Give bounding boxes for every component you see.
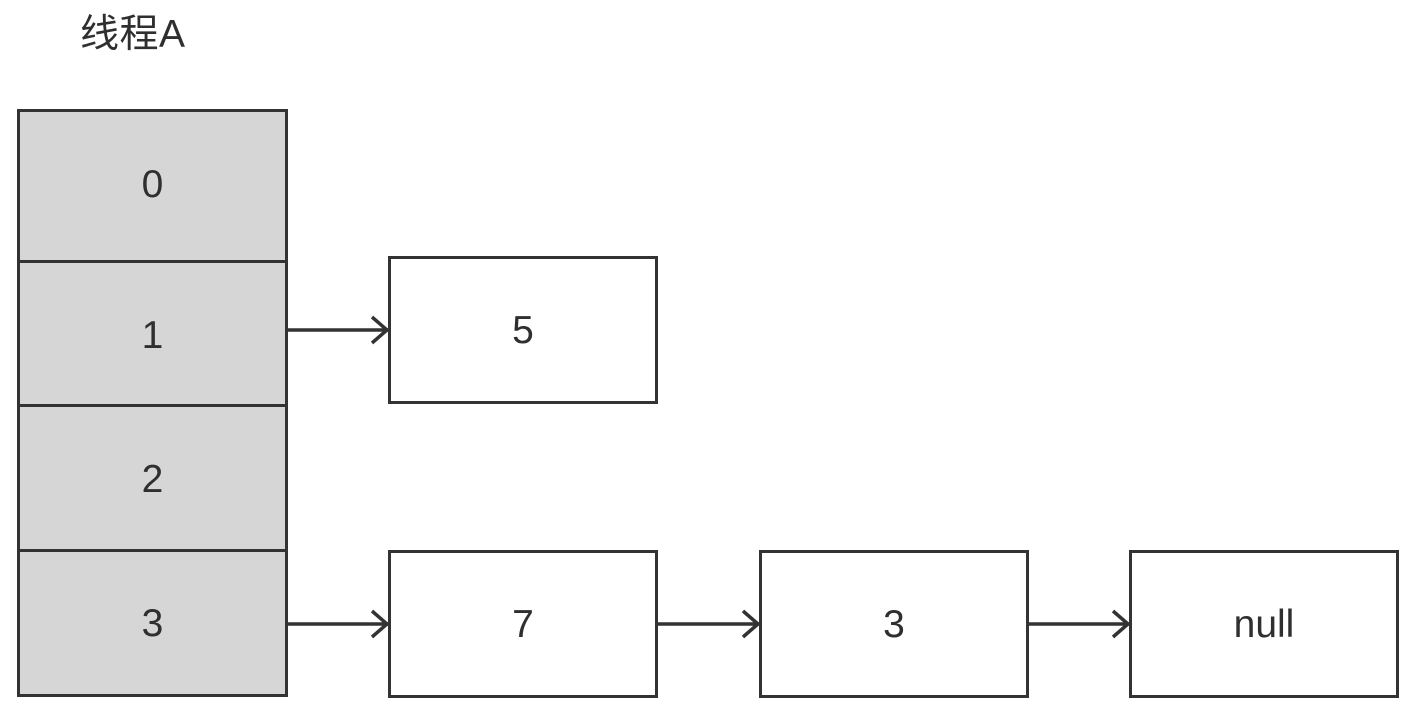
bucket-index-label: 0: [141, 163, 164, 206]
node-value-label: 7: [512, 602, 534, 646]
arrow-bucket3-to-node7: [288, 609, 390, 639]
bucket-cell-0[interactable]: 0: [20, 112, 285, 257]
list-node-null[interactable]: null: [1129, 550, 1399, 698]
node-value-label: null: [1233, 602, 1295, 646]
node-value-label: 5: [512, 308, 534, 352]
arrow-node7-to-node3: [658, 609, 761, 639]
bucket-index-label: 2: [141, 458, 164, 501]
page-title: 线程A: [80, 13, 186, 56]
list-node-5[interactable]: 5: [388, 256, 658, 404]
bucket-cell-1[interactable]: 1: [20, 260, 285, 407]
bucket-cell-3[interactable]: 3: [20, 549, 285, 694]
arrow-node3-to-nodenull: [1029, 609, 1131, 639]
bucket-cell-2[interactable]: 2: [20, 404, 285, 552]
list-node-3[interactable]: 3: [759, 550, 1029, 698]
list-node-7[interactable]: 7: [388, 550, 658, 698]
bucket-index-label: 3: [141, 601, 164, 645]
bucket-index-label: 1: [141, 313, 164, 357]
hash-bucket-array: 0 1 2 3: [17, 109, 288, 697]
node-value-label: 3: [883, 602, 905, 646]
arrow-bucket1-to-node5: [288, 315, 390, 345]
